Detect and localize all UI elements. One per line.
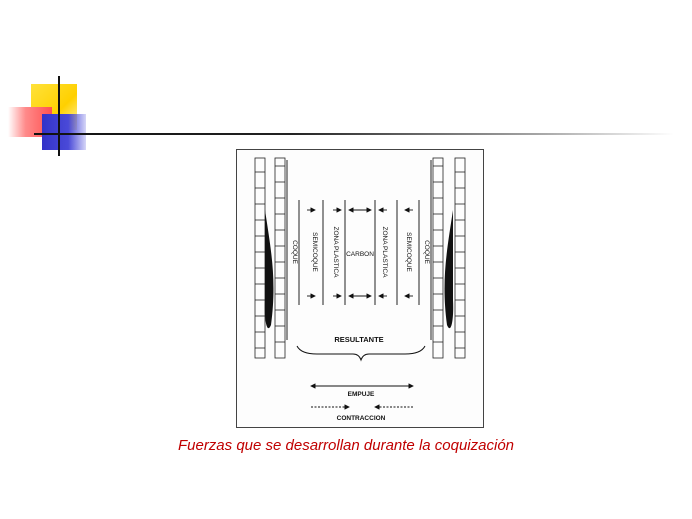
label-resultante: RESULTANTE	[334, 335, 383, 344]
label-coque-left: COQUE	[291, 240, 298, 265]
zone-boundaries	[286, 160, 432, 340]
label-carbon: CARBON	[346, 251, 374, 258]
resultant-brace	[296, 345, 426, 362]
label-coque-right: COQUE	[423, 240, 430, 265]
right-coke-deposit	[444, 210, 454, 329]
label-semicoque-left: SEMICOQUE	[311, 232, 318, 272]
right-brick-wall	[432, 157, 466, 359]
decor-horizontal-line	[34, 133, 674, 135]
decor-blue-square	[42, 114, 86, 150]
left-coke-deposit	[264, 210, 274, 329]
label-contraccion: CONTRACCION	[337, 415, 386, 422]
diagram-svg: COQUE SEMICOQUE ZONA PLASTICA CARBON ZON…	[254, 157, 466, 422]
label-zona-plastica-right: ZONA PLASTICA	[381, 227, 388, 279]
zone-force-arrows	[307, 207, 413, 299]
coking-forces-diagram: COQUE SEMICOQUE ZONA PLASTICA CARBON ZON…	[236, 149, 484, 428]
figure-caption: Fuerzas que se desarrollan durante la co…	[177, 437, 515, 454]
label-semicoque-right: SEMICOQUE	[405, 232, 412, 272]
decor-vertical-line	[58, 76, 60, 156]
label-zona-plastica-left: ZONA PLASTICA	[332, 227, 339, 279]
label-empuje: EMPUJE	[348, 391, 375, 398]
